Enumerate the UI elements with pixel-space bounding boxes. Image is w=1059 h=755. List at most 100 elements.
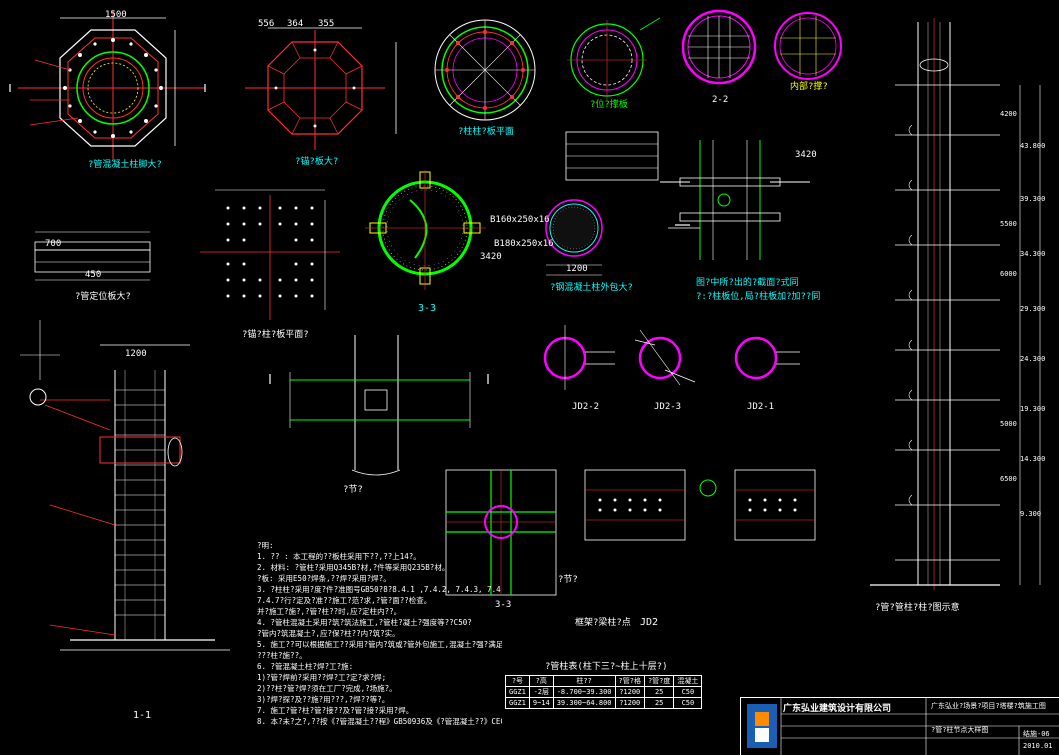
- table-cell: 9~14: [528, 697, 554, 709]
- dim-1200-b: 1200: [125, 349, 147, 359]
- caption-beam-node: ?节?: [558, 575, 578, 585]
- caption-support-plate: ?位?撑板: [590, 100, 628, 110]
- caption-jd2-1: JD2-1: [747, 402, 775, 412]
- note-line: 6. ?管混凝土柱?焊?工?施:: [257, 662, 354, 671]
- elev-29: 29.300: [1020, 305, 1046, 313]
- elev-9: 9.300: [1020, 510, 1042, 518]
- caption-frame-beam: 框架?梁柱?点: [575, 618, 631, 628]
- column-base-octagon: [18, 10, 205, 160]
- caption-section-3-3-b: 3-3: [495, 600, 512, 610]
- cut-marks: [9, 84, 690, 384]
- table-header: ?管?度: [643, 675, 675, 687]
- elev-39: 39.300: [1020, 195, 1046, 203]
- caption-section-3-3: 3-3: [418, 303, 437, 314]
- table-cell: C50: [673, 686, 703, 698]
- note-line: 并?施工?施?,?管?柱??时,应?定柱内??。: [257, 607, 402, 616]
- tall-column-elevation: [870, 18, 1041, 590]
- note-line: ?板: 采用E50?焊条,??焊?采用?焊?。: [257, 574, 391, 583]
- table-header: 柱??: [552, 675, 616, 687]
- drawing-date: 2010.01: [1023, 742, 1053, 750]
- elev-43: 43.800: [1020, 142, 1046, 150]
- dim-6000: 6000: [1000, 270, 1017, 278]
- caption-inner-plate: 内部?撑?: [790, 82, 828, 92]
- note-line: ???柱?施??。: [257, 651, 307, 660]
- center-column-elevation: [289, 335, 471, 476]
- note-line: 5. 施工??可以根据施工??采用?管内?筑或?管外包施工,混凝土?强?满足要求…: [257, 640, 502, 649]
- note-line: 2. 材料: ?管柱?采用Q345B?材,?件等采用Q235B?材。: [257, 563, 450, 572]
- note-line: 2)??柱?管?焊?须在工厂?完成,?场施?。: [257, 684, 397, 693]
- outer-encased-column: [545, 199, 603, 276]
- notes-heading: ?明:: [257, 541, 274, 550]
- table-header-row: ?号 ?高 柱?? ?管?格 ?管?度 混凝土: [505, 675, 703, 687]
- table-header: ?高: [528, 675, 554, 687]
- beam-column-elevation: [565, 131, 810, 260]
- inner-plate-circle: [774, 12, 842, 80]
- table-cell: ?1200: [614, 697, 645, 709]
- note-line: 1. ?? : 本工程的??板柱采用下??,??上14?。: [257, 552, 421, 561]
- support-plate-circle: [567, 17, 661, 100]
- elev-14: 14.300: [1020, 455, 1046, 463]
- caption-jd2: JD2: [640, 617, 659, 628]
- note-line: 8. 本?未?之?,??按《?管混凝土??程》GB50936及《?管混凝土??》…: [257, 717, 502, 726]
- dim-b180: B180x250x16: [494, 239, 554, 249]
- dim-1200: 1200: [566, 264, 588, 274]
- dim-450: 450: [85, 270, 102, 280]
- table-cell: 25: [643, 686, 675, 698]
- base-plate-octagon: [245, 27, 397, 150]
- dim-5000: 5000: [1000, 420, 1017, 428]
- project-name: 广东弘业?场景?项目?塔楼?筑施工图: [931, 702, 1046, 710]
- table-header: ?管?格: [614, 675, 645, 687]
- title-block-grid: [780, 698, 1059, 755]
- footing-circle-plan: [434, 19, 536, 121]
- table-cell: -8.700~39.300: [552, 686, 616, 698]
- frame-beam-sections: [584, 469, 816, 541]
- rebar-note-1: 图?中所?出的?截面?式同: [696, 278, 799, 288]
- table-cell: GGZ1: [505, 697, 530, 709]
- dim-556: 556: [258, 19, 275, 29]
- drawing-name: ?管?柱节点大样图: [931, 726, 989, 734]
- caption-elevation: ?管?管柱?柱?图示意: [875, 603, 960, 613]
- dim-355: 355: [318, 19, 335, 29]
- dim-364: 364: [287, 19, 304, 29]
- dim-3420: 3420: [480, 252, 502, 262]
- dim-1500: 1500: [105, 10, 127, 20]
- table-header: ?号: [505, 675, 530, 687]
- caption-node-detail: ?节?: [343, 485, 363, 495]
- positioning-plate: [34, 231, 151, 281]
- table-cell: ?1200: [614, 686, 645, 698]
- caption-section-1-1: 1-1: [133, 710, 152, 721]
- dim-5500: 5500: [1000, 220, 1017, 228]
- caption-section-2-2: 2-2: [712, 95, 729, 105]
- elev-19: 19.300: [1020, 405, 1046, 413]
- caption-bolt-plan: ?锚?柱?板平面?: [242, 330, 309, 340]
- column-table: ?号 ?高 柱?? ?管?格 ?管?度 混凝土 GGZ1 -2层 -8.700~…: [505, 675, 703, 709]
- caption-column-base: ?管混凝土柱脚大?: [88, 160, 162, 170]
- sheet-number: 结施-06: [1023, 730, 1050, 738]
- cross-node-plan: [445, 469, 557, 596]
- table-cell: GGZ1: [505, 686, 530, 698]
- dim-3420-b: 3420: [795, 150, 817, 160]
- title-block: 广东弘业建筑设计有限公司 广东弘业?场景?项目?塔楼?筑施工图 ?管?柱节点大样…: [740, 697, 1059, 755]
- caption-jd2-3: JD2-3: [654, 402, 682, 412]
- bolt-layout-plan: [200, 189, 340, 320]
- caption-jd2-2: JD2-2: [572, 402, 600, 412]
- general-notes: ?明: 1. ?? : 本工程的??板柱采用下??,??上14?。 2. 材料:…: [257, 540, 502, 727]
- note-line: 7. 施工?管?柱?管?接??及?管?接?采用?焊。: [257, 706, 414, 715]
- table-cell: C50: [673, 697, 703, 709]
- table-row: GGZ1 9~14 39.300~64.800 ?1200 25 C50: [505, 697, 703, 709]
- company-name: 广东弘业建筑设计有限公司: [783, 704, 892, 714]
- note-line: 7.4.7?行?定及?准??施工?范?求,?管?面??检查。: [257, 596, 432, 605]
- table-cell: -2层: [528, 686, 554, 698]
- dim-6500: 6500: [1000, 475, 1017, 483]
- note-line: 4. ?管柱混凝土采用?筑?筑法施工,?管柱?凝土?强度等??C50?: [257, 618, 472, 627]
- section-1-1-elevation: [20, 320, 230, 651]
- caption-positioning-plate: ?管定位板大?: [75, 292, 131, 302]
- elev-34: 34.300: [1020, 250, 1046, 258]
- dim-700: 700: [45, 239, 62, 249]
- table-title: ?管柱表(柱下三?~柱上十层?): [545, 662, 668, 672]
- table-cell: 39.300~64.800: [552, 697, 616, 709]
- note-line: 3. ?柱柱?采用?度?件?准图号GB50?8?8.4.1 ,7.4.2, 7.…: [257, 585, 502, 594]
- jd2-details: [543, 325, 800, 390]
